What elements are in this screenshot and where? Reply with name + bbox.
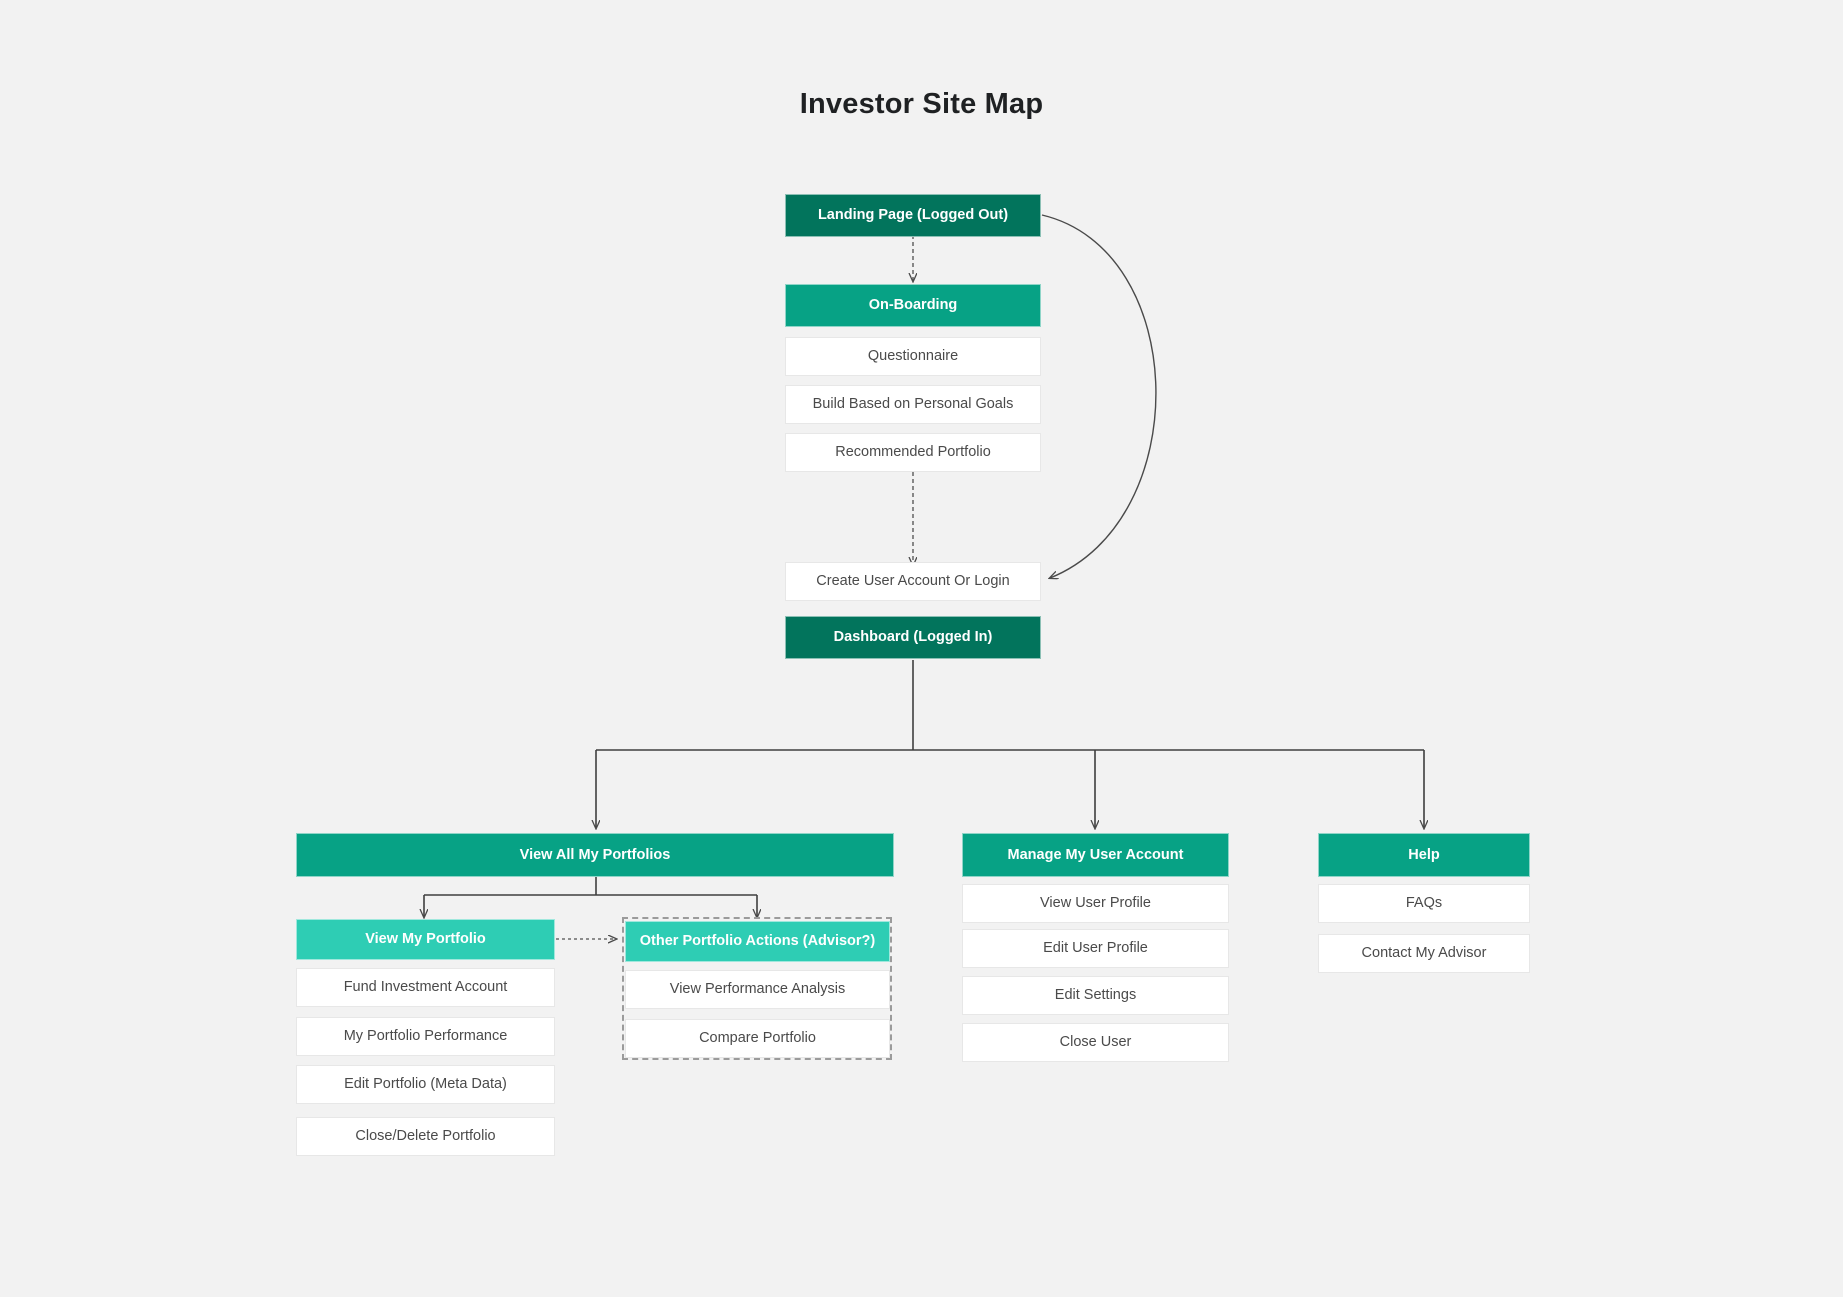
leaf-label: View Performance Analysis bbox=[669, 981, 846, 998]
node-faqs[interactable]: FAQs bbox=[1318, 884, 1530, 923]
node-dashboard-label: Dashboard (Logged In) bbox=[833, 629, 993, 646]
node-dashboard[interactable]: Dashboard (Logged In) bbox=[785, 616, 1041, 659]
node-other-portfolio-actions[interactable]: Other Portfolio Actions (Advisor?) bbox=[625, 921, 890, 962]
node-close-user[interactable]: Close User bbox=[962, 1023, 1229, 1062]
node-create-login-label: Create User Account Or Login bbox=[816, 573, 1010, 590]
node-close-delete-portfolio[interactable]: Close/Delete Portfolio bbox=[296, 1117, 555, 1156]
node-build-based-on-personal-goals[interactable]: Build Based on Personal Goals bbox=[785, 385, 1041, 424]
node-recommended-label: Recommended Portfolio bbox=[835, 444, 991, 461]
node-view-performance-analysis[interactable]: View Performance Analysis bbox=[625, 970, 890, 1009]
leaf-label: Close User bbox=[1059, 1034, 1132, 1051]
leaf-label: Edit Settings bbox=[1054, 987, 1137, 1004]
node-on-boarding-label: On-Boarding bbox=[868, 297, 958, 314]
node-view-my-label: View My Portfolio bbox=[365, 931, 486, 948]
node-view-all-label: View All My Portfolios bbox=[519, 846, 671, 863]
node-create-user-account-or-login[interactable]: Create User Account Or Login bbox=[785, 562, 1041, 601]
leaf-label: Compare Portfolio bbox=[699, 1030, 816, 1047]
leaf-label: My Portfolio Performance bbox=[343, 1028, 508, 1045]
advisor-group-outline bbox=[622, 917, 892, 1060]
leaf-label: Close/Delete Portfolio bbox=[355, 1128, 496, 1145]
node-questionnaire[interactable]: Questionnaire bbox=[785, 337, 1041, 376]
edge-landing-curve-to-create-login bbox=[1041, 214, 1157, 578]
node-help[interactable]: Help bbox=[1318, 833, 1530, 877]
node-manage-my-user-account[interactable]: Manage My User Account bbox=[962, 833, 1229, 877]
node-help-label: Help bbox=[1408, 846, 1440, 863]
page-title: Investor Site Map bbox=[799, 88, 1044, 120]
node-contact-my-advisor[interactable]: Contact My Advisor bbox=[1318, 934, 1530, 973]
node-landing-page-label: Landing Page (Logged Out) bbox=[817, 207, 1009, 224]
node-edit-user-profile[interactable]: Edit User Profile bbox=[962, 929, 1229, 968]
node-manage-account-label: Manage My User Account bbox=[1007, 846, 1184, 863]
node-on-boarding[interactable]: On-Boarding bbox=[785, 284, 1041, 327]
node-compare-portfolio[interactable]: Compare Portfolio bbox=[625, 1019, 890, 1058]
node-recommended-portfolio[interactable]: Recommended Portfolio bbox=[785, 433, 1041, 472]
leaf-label: Edit Portfolio (Meta Data) bbox=[344, 1076, 507, 1093]
node-fund-investment-account[interactable]: Fund Investment Account bbox=[296, 968, 555, 1007]
node-questionnaire-label: Questionnaire bbox=[867, 348, 959, 365]
node-my-portfolio-performance[interactable]: My Portfolio Performance bbox=[296, 1017, 555, 1056]
leaf-label: FAQs bbox=[1405, 895, 1443, 912]
node-view-all-my-portfolios[interactable]: View All My Portfolios bbox=[296, 833, 894, 877]
leaf-label: Fund Investment Account bbox=[343, 979, 508, 996]
leaf-label: View User Profile bbox=[1040, 895, 1151, 912]
node-build-goals-label: Build Based on Personal Goals bbox=[812, 396, 1014, 413]
node-view-user-profile[interactable]: View User Profile bbox=[962, 884, 1229, 923]
node-edit-portfolio-meta-data[interactable]: Edit Portfolio (Meta Data) bbox=[296, 1065, 555, 1104]
leaf-label: Edit User Profile bbox=[1043, 940, 1148, 957]
node-view-my-portfolio[interactable]: View My Portfolio bbox=[296, 919, 555, 960]
node-edit-settings[interactable]: Edit Settings bbox=[962, 976, 1229, 1015]
node-other-actions-label: Other Portfolio Actions (Advisor?) bbox=[639, 933, 876, 950]
leaf-label: Contact My Advisor bbox=[1361, 945, 1487, 962]
node-landing-page[interactable]: Landing Page (Logged Out) bbox=[785, 194, 1041, 237]
